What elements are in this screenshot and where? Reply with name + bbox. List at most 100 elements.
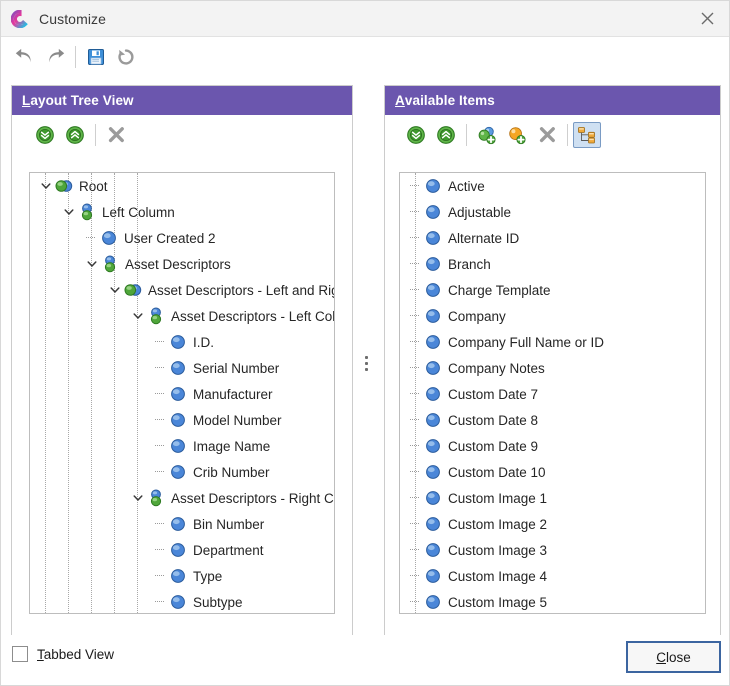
list-item[interactable]: Company Full Name or ID	[400, 329, 705, 355]
list-branch-dash	[408, 490, 424, 506]
chevron-down-icon[interactable]	[107, 282, 123, 298]
window-close-button[interactable]	[683, 1, 729, 36]
tabbed-view-checkbox[interactable]: Tabbed View	[12, 646, 114, 662]
tree-node[interactable]: Subtype	[30, 589, 334, 613]
list-item[interactable]: Custom Image 1	[400, 485, 705, 511]
tree-node[interactable]: Left Column	[30, 199, 334, 225]
close-icon	[701, 12, 713, 25]
node-type-icon	[424, 541, 442, 559]
chevron-down-icon[interactable]	[38, 178, 54, 194]
tree-node[interactable]: Manufacturer	[30, 381, 334, 407]
list-branch-dash	[408, 542, 424, 558]
tree-node-label: Type	[193, 568, 223, 584]
node-type-icon	[169, 411, 187, 429]
dialog-footer: Tabbed View Close	[1, 635, 729, 685]
tree-node-label: Subtype	[193, 594, 243, 610]
list-item[interactable]: Custom Date 7	[400, 381, 705, 407]
tree-node[interactable]: Crib Number	[30, 459, 334, 485]
list-item[interactable]: Custom Image 3	[400, 537, 705, 563]
column-node-icon	[150, 489, 162, 507]
circular-c-logo-icon	[10, 9, 29, 28]
delete-button[interactable]	[532, 120, 562, 150]
chevron-down-icon	[133, 313, 143, 319]
blue-node-icon	[426, 309, 440, 323]
list-item[interactable]: Custom Date 8	[400, 407, 705, 433]
list-item[interactable]: Custom Date 9	[400, 433, 705, 459]
add-item-button[interactable]	[502, 120, 532, 150]
node-type-icon	[169, 359, 187, 377]
tree-node[interactable]: Department	[30, 537, 334, 563]
tree-node[interactable]: I.D.	[30, 329, 334, 355]
close-button[interactable]: Close	[626, 641, 721, 673]
floppy-disk-icon	[88, 49, 104, 65]
list-branch-dash	[408, 516, 424, 532]
tree-guide-line	[91, 173, 92, 613]
checkbox-box[interactable]	[12, 646, 28, 662]
chevron-down-icon[interactable]	[61, 204, 77, 220]
blue-node-icon	[171, 413, 185, 427]
tree-node[interactable]: Asset Descriptors	[30, 251, 334, 277]
list-item[interactable]: Adjustable	[400, 199, 705, 225]
list-item[interactable]: Branch	[400, 251, 705, 277]
list-item-label: Company	[448, 308, 506, 324]
list-item-label: Custom Image 2	[448, 516, 548, 532]
tree-node[interactable]: Model Number	[30, 407, 334, 433]
chevron-down-icon[interactable]	[84, 256, 100, 272]
title-bar: Customize	[1, 1, 729, 37]
list-item[interactable]: Company Notes	[400, 355, 705, 381]
list-item[interactable]: Charge Template	[400, 277, 705, 303]
redo-button[interactable]	[40, 42, 70, 72]
list-item[interactable]: Custom Date 10	[400, 459, 705, 485]
node-type-icon	[124, 281, 142, 299]
panel-splitter[interactable]	[361, 351, 371, 375]
expand-all-button[interactable]	[30, 120, 60, 150]
tree-node[interactable]: Serial Number	[30, 355, 334, 381]
expand-all-button[interactable]	[401, 120, 431, 150]
tree-branch-dash	[153, 334, 169, 350]
reset-button[interactable]	[111, 42, 141, 72]
add-group-button[interactable]	[472, 120, 502, 150]
list-branch-dash	[408, 256, 424, 272]
tree-node[interactable]: Type	[30, 563, 334, 589]
node-type-icon	[169, 567, 187, 585]
collapse-all-icon	[66, 126, 84, 144]
undo-button[interactable]	[10, 42, 40, 72]
chevron-down-icon[interactable]	[130, 308, 146, 324]
header-mnemonic: A	[395, 93, 405, 108]
blue-node-icon	[171, 543, 185, 557]
list-item[interactable]: Custom Image 4	[400, 563, 705, 589]
node-type-icon	[147, 307, 165, 325]
collapse-all-button[interactable]	[431, 120, 461, 150]
delete-button[interactable]	[101, 120, 131, 150]
tree-node[interactable]: Asset Descriptors - Left Column	[30, 303, 334, 329]
list-item-label: Custom Date 9	[448, 438, 539, 454]
tree-node[interactable]: Asset Descriptors - Left and Right	[30, 277, 334, 303]
tree-node[interactable]: Root	[30, 173, 334, 199]
tree-node[interactable]: User Created 2	[30, 225, 334, 251]
list-item[interactable]: Custom Image 2	[400, 511, 705, 537]
tree-branch-dash	[153, 438, 169, 454]
list-branch-dash	[408, 282, 424, 298]
column-node-icon	[81, 203, 93, 221]
collapse-all-button[interactable]	[60, 120, 90, 150]
tree-node[interactable]: Asset Descriptors - Right Column	[30, 485, 334, 511]
tree-node-label: Left Column	[102, 204, 175, 220]
tree-view-toggle[interactable]	[573, 122, 601, 148]
split-node-icon	[124, 284, 142, 296]
save-button[interactable]	[81, 42, 111, 72]
node-type-icon	[78, 203, 96, 221]
blue-node-icon	[426, 491, 440, 505]
available-items-list[interactable]: Active Adjustable Alternate ID Branch Ch…	[399, 172, 706, 614]
tree-node[interactable]: Image Name	[30, 433, 334, 459]
list-item[interactable]: Company	[400, 303, 705, 329]
layout-tree-toolbar	[12, 115, 352, 155]
list-branch-dash	[408, 334, 424, 350]
list-item[interactable]: Active	[400, 173, 705, 199]
tree-branch-dash	[153, 594, 169, 610]
tree-node[interactable]: Bin Number	[30, 511, 334, 537]
list-item[interactable]: Alternate ID	[400, 225, 705, 251]
list-item[interactable]: Custom Image 5	[400, 589, 705, 613]
node-type-icon	[424, 203, 442, 221]
layout-tree-list[interactable]: Root Left Column User Created 2 Asset De…	[29, 172, 335, 614]
chevron-down-icon[interactable]	[130, 490, 146, 506]
